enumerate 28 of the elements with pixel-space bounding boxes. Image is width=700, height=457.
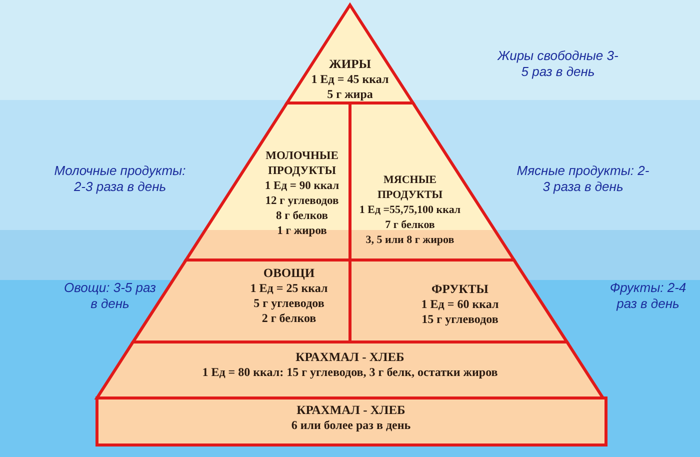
nutrition-fact: 2 г белков	[260, 311, 318, 326]
nutrition-fact: 6 или более раз в день	[290, 418, 412, 433]
tier-heading: МОЛОЧНЫЕ ПРОДУКТЫ	[264, 149, 340, 179]
serving-note: Жиры свободные 3-5 раз в день	[496, 48, 620, 80]
tier-heading: ФРУКТЫ	[430, 282, 490, 297]
tier-heading: ЖИРЫ	[328, 57, 372, 72]
nutrition-fact: 1 Ед = 25 ккал	[249, 281, 329, 296]
nutrition-fact: 1 г жиров	[276, 224, 328, 239]
serving-note: Фрукты: 2-4 раз в день	[608, 280, 688, 312]
nutrition-fact: 1 Ед = 80 ккал: 15 г углеводов, 3 г белк, остатки жиров	[201, 365, 499, 380]
nutrition-fact: 5 г углеводов	[252, 296, 326, 311]
serving-note: Овощи: 3-5 раз в день	[63, 280, 157, 312]
nutrition-fact: 1 Ед = 60 ккал	[420, 297, 500, 312]
serving-note: Молочные продукты: 2-3 раза в день	[53, 163, 187, 195]
nutrition-fact: 8 г белков	[274, 209, 330, 224]
nutrition-fact: 1 Ед = 90 ккал	[264, 179, 340, 194]
nutrition-fact: 7 г белков	[384, 218, 436, 233]
serving-note: Мясные продукты: 2-3 раза в день	[516, 163, 650, 195]
nutrition-fact: 1 Ед =55,75,100 ккал	[358, 203, 462, 218]
tier-heading: КРАХМАЛ - ХЛЕБ	[294, 350, 406, 365]
nutrition-fact: 15 г углеводов	[420, 312, 500, 327]
nutrition-fact: 3, 5 или 8 г жиров	[364, 233, 456, 248]
tier-heading: КРАХМАЛ - ХЛЕБ	[296, 403, 406, 418]
nutrition-fact: 5 г жира	[326, 87, 374, 102]
nutrition-fact: 1 Ед = 45 ккал	[310, 72, 390, 87]
tier-heading: ОВОЩИ	[262, 266, 316, 281]
tier-heading: МЯСНЫЕ ПРОДУКТЫ	[376, 173, 444, 203]
nutrition-fact: 12 г углеводов	[264, 194, 340, 209]
